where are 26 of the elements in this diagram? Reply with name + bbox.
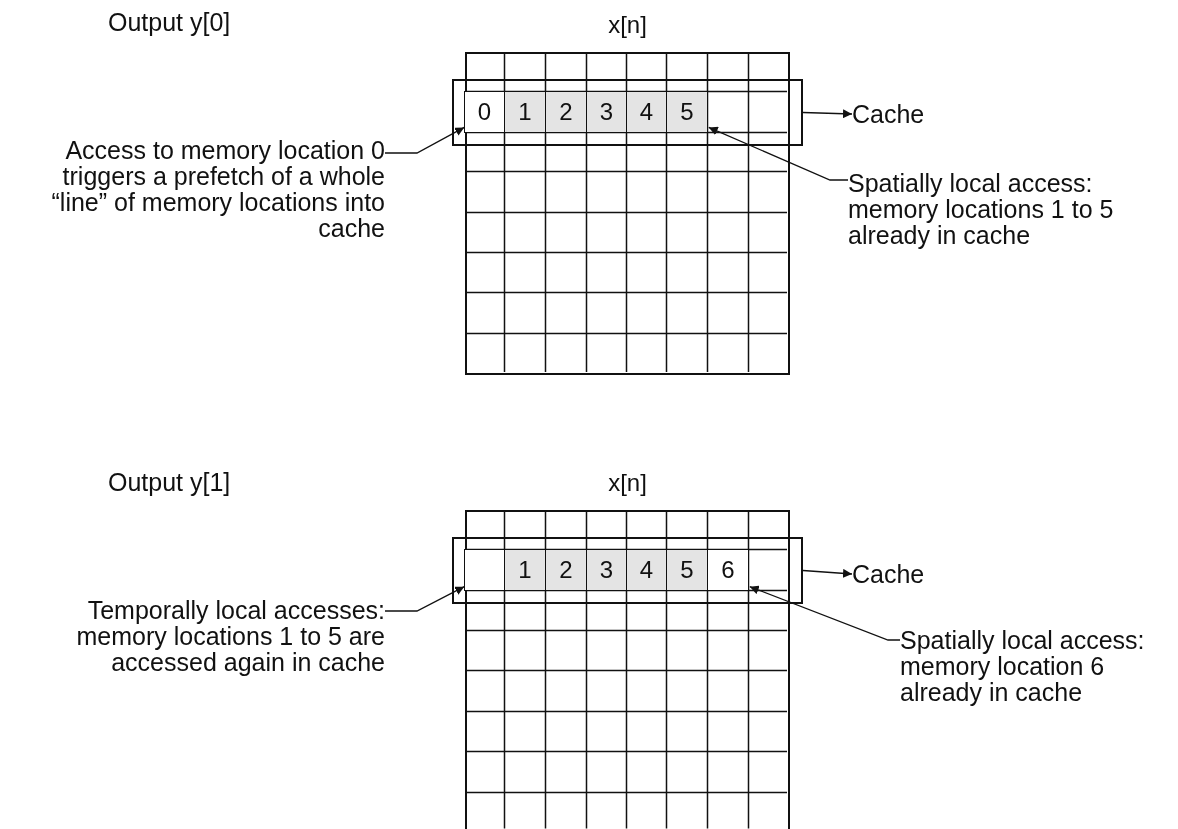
callout-note: Access to memory location 0 triggers a prefetch of a whole “line” of memory locations into cache	[5, 137, 385, 241]
memory-cell	[463, 548, 506, 592]
cache-label: Cache	[852, 561, 925, 587]
memory-cell: 6	[706, 548, 750, 592]
output-label: Output y[0]	[108, 9, 231, 35]
output-label: Output y[1]	[108, 469, 231, 495]
cache-label: Cache	[852, 101, 925, 127]
grid-heading: x[n]	[607, 12, 648, 38]
grid-heading: x[n]	[607, 470, 648, 496]
cache-line-frame	[452, 537, 803, 604]
callout-note: Spatially local access: memory locations 1 to 5 already in cache	[848, 170, 1168, 248]
leader-line	[708, 126, 849, 181]
memory-cell: 5	[665, 90, 709, 134]
memory-cell: 3	[585, 90, 628, 134]
leader-line	[384, 126, 465, 154]
arrow	[802, 109, 853, 119]
leader-line	[749, 585, 901, 641]
memory-cell: 4	[625, 90, 668, 134]
memory-cell: 0	[463, 90, 506, 134]
callout-note: Spatially local access: memory location 6 already in cache	[900, 627, 1175, 705]
leader-line	[384, 586, 465, 612]
memory-cell: 4	[625, 548, 668, 592]
callout-note: Temporally local accesses: memory locations 1 to 5 are accessed again in cache	[5, 597, 385, 675]
arrow	[802, 568, 853, 578]
cache-line-frame	[452, 79, 803, 146]
memory-cell: 3	[585, 548, 628, 592]
